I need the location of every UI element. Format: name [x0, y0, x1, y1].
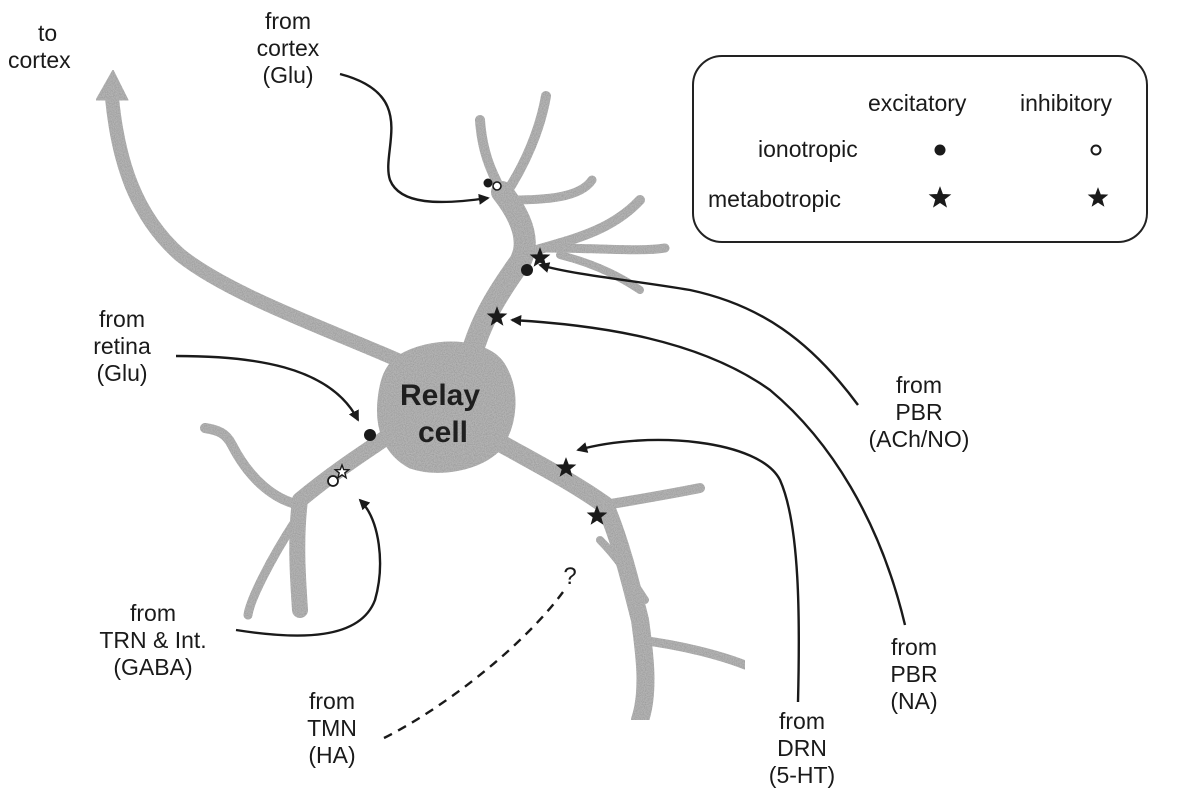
dendrite-upper-c	[510, 180, 592, 200]
label-from-trn: from TRN & Int. (GABA)	[68, 600, 238, 681]
label-from-retina-line3: (Glu)	[62, 360, 182, 387]
synapse-cortex-ionotropic-inhibitory	[493, 182, 501, 190]
label-from-trn-line1: from	[68, 600, 238, 627]
dendrite-lower-left-c	[248, 520, 296, 615]
label-from-pbr-na-line1: from	[864, 634, 964, 661]
relay-cell-label-line1: Relay	[400, 379, 480, 412]
pathway-from-drn	[578, 440, 799, 702]
relay-cell-label-line2: cell	[418, 416, 468, 449]
pathway-from-tmn	[384, 592, 563, 738]
dendrite-lower-left-b	[205, 428, 300, 505]
label-from-tmn-line1: from	[282, 688, 382, 715]
label-from-drn-line2: DRN	[752, 735, 852, 762]
dendrite-lower-right-b	[605, 488, 700, 505]
label-to-cortex-line1: to	[8, 20, 71, 47]
label-from-trn-line2: TRN & Int.	[68, 627, 238, 654]
label-from-retina-line2: retina	[62, 333, 182, 360]
dendrite-lower-right-c	[640, 640, 745, 665]
question-mark: ?	[563, 563, 576, 590]
label-from-drn-line1: from	[752, 708, 852, 735]
label-from-drn-line3: (5-HT)	[752, 762, 852, 789]
label-from-trn-line3: (GABA)	[68, 654, 238, 681]
label-from-cortex: from cortex (Glu)	[228, 8, 348, 89]
label-from-pbr-ach-line3: (ACh/NO)	[854, 426, 984, 453]
dendrite-upper-e	[545, 248, 665, 250]
legend-col-excitatory: excitatory	[868, 90, 966, 117]
label-to-cortex: to cortex	[8, 20, 71, 74]
legend-row-metabotropic: metabotropic	[708, 186, 841, 213]
synapse-trn-ionotropic-inhibitory	[328, 476, 338, 486]
label-from-cortex-line1: from	[228, 8, 348, 35]
pathway-from-retina	[176, 356, 358, 420]
label-from-retina-line1: from	[62, 306, 182, 333]
label-from-cortex-line3: (Glu)	[228, 62, 348, 89]
label-to-cortex-line2: cortex	[8, 47, 71, 74]
label-from-tmn-line2: TMN	[282, 715, 382, 742]
pathway-from-cortex	[340, 74, 488, 202]
axon-arrowhead	[96, 70, 128, 100]
label-from-pbr-na: from PBR (NA)	[864, 634, 964, 715]
synapse-retina-ionotropic-excitatory	[364, 429, 376, 441]
label-from-tmn: from TMN (HA)	[282, 688, 382, 769]
pathway-from-trn	[236, 500, 380, 636]
label-from-drn: from DRN (5-HT)	[752, 708, 852, 789]
label-from-pbr-na-line2: PBR	[864, 661, 964, 688]
dendrite-upper-trunk	[470, 192, 525, 360]
synapse-cortex-ionotropic-excitatory	[484, 179, 493, 188]
dendrite-upper-b	[505, 96, 546, 195]
legend-row-ionotropic: ionotropic	[758, 136, 858, 163]
legend-col-inhibitory: inhibitory	[1020, 90, 1112, 117]
label-from-pbr-ach: from PBR (ACh/NO)	[854, 372, 984, 453]
synapse-ach-ionotropic-excitatory	[521, 264, 533, 276]
dendrite-lower-left	[297, 435, 390, 610]
label-from-pbr-ach-line2: PBR	[854, 399, 984, 426]
label-from-tmn-line3: (HA)	[282, 742, 382, 769]
pathway-from-pbr-ach	[540, 265, 858, 405]
label-from-pbr-na-line3: (NA)	[864, 688, 964, 715]
label-from-pbr-ach-line1: from	[854, 372, 984, 399]
label-from-retina: from retina (Glu)	[62, 306, 182, 387]
label-from-cortex-line2: cortex	[228, 35, 348, 62]
